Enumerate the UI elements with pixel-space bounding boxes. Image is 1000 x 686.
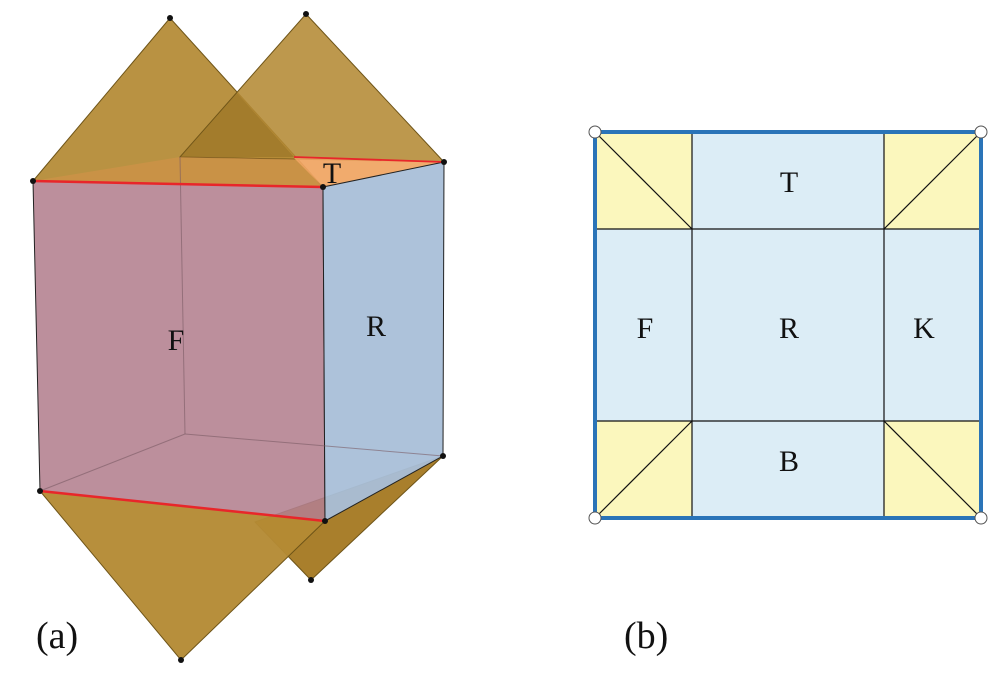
vertex — [30, 178, 36, 184]
vertex — [167, 15, 173, 21]
corner-point — [588, 125, 602, 139]
cut-edge-top-back — [293, 156, 445, 163]
diagonal-bottom-left — [594, 420, 693, 519]
vertex — [441, 159, 447, 165]
vertex — [322, 518, 328, 524]
corner-point — [974, 125, 988, 139]
hidden-edge-bottom-left — [39, 433, 186, 492]
net-label-left: F — [637, 312, 654, 345]
net-label-center: R — [779, 312, 799, 345]
cut-edge-bottom-front — [39, 489, 326, 523]
vertex — [37, 488, 43, 494]
panel-a-vertices — [30, 11, 447, 663]
vertex — [308, 577, 314, 583]
vertex — [303, 11, 309, 17]
net-label-bottom: B — [779, 445, 799, 478]
net-grid — [595, 132, 981, 518]
panel-a: T F R (a) — [30, 11, 447, 663]
vertex — [440, 453, 446, 459]
corner-diagonals — [594, 131, 982, 519]
diagonal-bottom-right — [883, 420, 982, 519]
cut-edge-top-front — [32, 179, 324, 189]
label-right-face: R — [366, 310, 386, 343]
hidden-edge-vertical — [179, 156, 186, 435]
diagonal-top-right — [883, 131, 982, 230]
net-label-top: T — [780, 166, 798, 199]
net-corner-points — [588, 125, 988, 525]
panel-b: T F R K B (b) — [588, 125, 988, 657]
label-top-face: T — [323, 157, 341, 190]
net-label-right: K — [913, 312, 935, 345]
net-border — [593, 130, 983, 520]
top-flap-overlap — [180, 93, 294, 157]
top-face-lit-corner — [294, 158, 444, 187]
diagonal-top-left — [594, 131, 693, 230]
caption-b: (b) — [624, 615, 668, 657]
vertex — [320, 184, 326, 190]
label-front-face: F — [168, 324, 185, 357]
corner-point — [588, 511, 602, 525]
caption-a: (a) — [36, 615, 78, 657]
hidden-edge-bottom-back — [184, 433, 444, 457]
corner-point — [974, 511, 988, 525]
vertex — [178, 657, 184, 663]
